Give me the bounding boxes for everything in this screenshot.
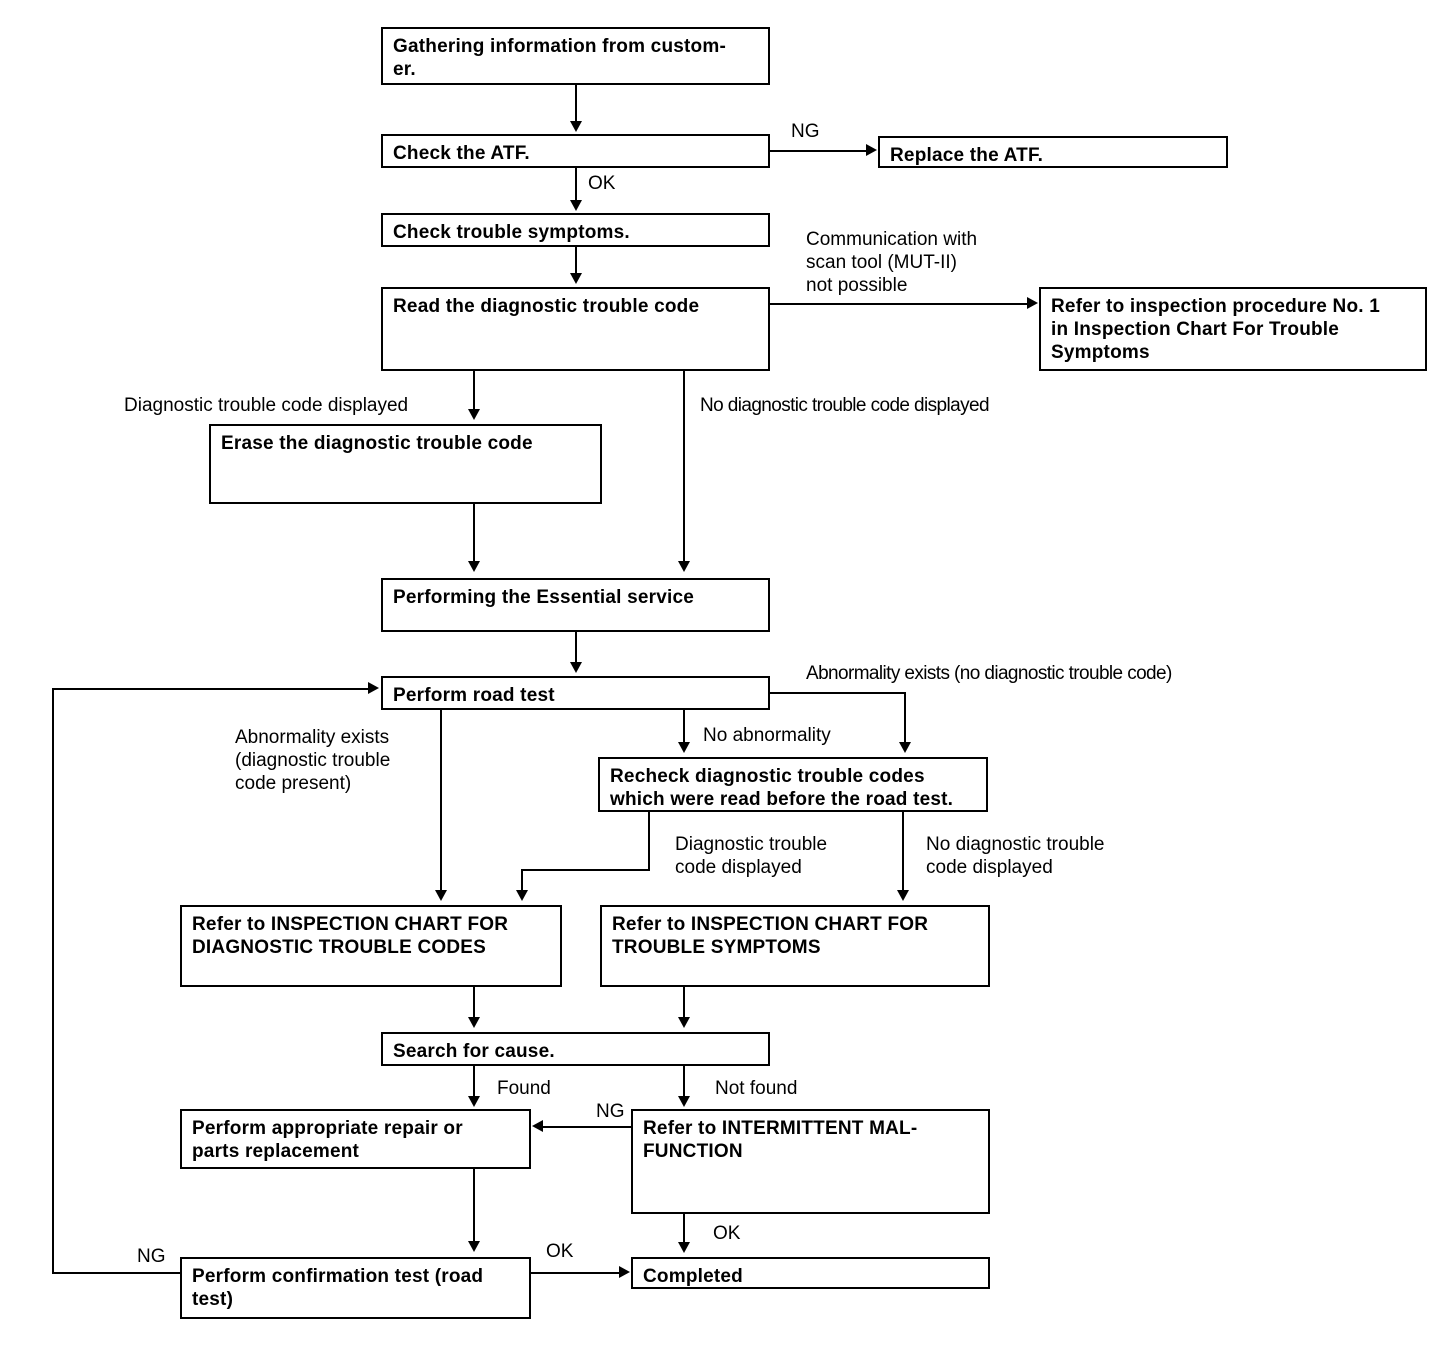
connector-search-to-intermittent [683,1066,685,1098]
node-replace-atf[interactable]: Replace the ATF. [878,136,1228,168]
edge-label-ng-confirm: NG [137,1246,166,1267]
connector-road-test-to-recheck-v [683,710,685,744]
edge-label-no-dtc-displayed: No diagnostic trouble code displayed [700,395,990,416]
connector-check-atf-to-check-symptoms [575,168,577,202]
connector-repair-to-confirmation [473,1169,475,1243]
connector-read-dtc-to-erase-dtc [473,371,475,411]
arrowhead-read-dtc-to-erase-dtc [468,409,480,420]
edge-label-found: Found [497,1078,551,1099]
node-inspection-chart-for-trouble-symptoms[interactable]: Refer to INSPECTION CHART FOR TROUBLE SY… [600,905,990,987]
connector-check-symptoms-to-read-dtc [575,247,577,275]
connector-erase-dtc-to-essential-service [473,504,475,563]
node-inspection-chart-for-dtc[interactable]: Refer to INSPECTION CHART FOR DIAGNOSTIC… [180,905,562,987]
arrowhead-road-test-to-chart-dtc [435,890,447,901]
node-performing-essential-service[interactable]: Performing the Essential service [381,578,770,632]
node-completed[interactable]: Completed [631,1257,990,1289]
connector-read-dtc-to-procedure-1 [770,303,1030,305]
node-refer-intermittent-malfunction[interactable]: Refer to INTERMITTENT MAL- FUNCTION [631,1109,990,1214]
arrowhead-essential-service-to-road-test [570,662,582,673]
edge-label-dtc-displayed-2: Diagnostic trouble code displayed [675,834,828,879]
arrowhead-recheck-to-chart-dtc [516,890,528,901]
connector-confirmation-ng-h-bottom [52,1272,182,1274]
edge-label-dtc-displayed: Diagnostic trouble code displayed [124,395,409,416]
connector-chart-dtc-to-search [473,987,475,1019]
edge-label-ok-confirm: OK [546,1241,574,1262]
node-perform-confirmation-test[interactable]: Perform confirmation test (road test) [180,1257,531,1319]
edge-label-communication-failure: Communication with scan tool (MUT-II) no… [806,229,978,297]
connector-road-test-to-chart-dtc [440,710,442,892]
node-perform-repair[interactable]: Perform appropriate repair or parts repl… [180,1109,531,1169]
edge-label-not-found: Not found [715,1078,798,1099]
arrowhead-erase-dtc-to-essential-service [468,561,480,572]
arrowhead-check-symptoms-to-read-dtc [570,273,582,284]
edge-label-ok-atf: OK [588,173,616,194]
connector-essential-service-to-road-test [575,632,577,664]
arrowhead-confirmation-ng-to-road-test [368,682,379,694]
arrowhead-road-test-to-recheck [678,742,690,753]
node-erase-diagnostic-trouble-code[interactable]: Erase the diagnostic trouble code [209,424,602,504]
arrowhead-check-atf-to-replace-atf [866,144,877,156]
connector-recheck-to-chart-symptoms [902,812,904,892]
connector-search-to-repair [473,1066,475,1098]
arrowhead-search-to-intermittent [678,1096,690,1107]
arrowhead-intermittent-to-completed [678,1242,690,1253]
node-perform-road-test[interactable]: Perform road test [381,676,770,710]
arrowhead-road-test-to-recheck-right [899,742,911,753]
edge-label-ng-intermittent: NG [596,1101,625,1122]
connector-intermittent-to-completed [683,1214,685,1244]
arrowhead-confirmation-to-completed [619,1266,630,1278]
edge-label-no-dtc-displayed-2: No diagnostic trouble code displayed [926,834,1105,879]
node-check-atf[interactable]: Check the ATF. [381,134,770,168]
connector-recheck-to-chart-dtc-v2 [521,869,523,892]
connector-read-dtc-to-essential-service [683,371,685,563]
node-gathering-information[interactable]: Gathering information from custom- er. [381,27,770,85]
edge-label-ng-atf: NG [791,121,820,142]
arrowhead-read-dtc-to-essential-service [678,561,690,572]
connector-road-test-to-recheck-right-h [770,692,906,694]
arrowhead-search-to-repair [468,1096,480,1107]
connector-confirmation-ng-h-top [52,688,370,690]
node-refer-inspection-procedure-1[interactable]: Refer to inspection procedure No. 1 in I… [1039,287,1427,371]
arrowhead-check-atf-to-check-symptoms [570,200,582,211]
arrowhead-intermittent-to-repair [532,1120,543,1132]
connector-confirmation-to-completed [531,1272,621,1274]
edge-label-abnormality-no-dtc: Abnormality exists (no diagnostic troubl… [806,663,1172,684]
node-search-for-cause[interactable]: Search for cause. [381,1032,770,1066]
node-recheck-diagnostic-trouble-codes[interactable]: Recheck diagnostic trouble codes which w… [598,757,988,812]
connector-check-atf-to-replace-atf [770,150,868,152]
connector-recheck-to-chart-dtc-h [521,869,650,871]
arrowhead-chart-dtc-to-search [468,1017,480,1028]
node-check-trouble-symptoms[interactable]: Check trouble symptoms. [381,213,770,247]
connector-road-test-to-recheck-right-v [904,692,906,743]
arrowhead-chart-symptoms-to-search [678,1017,690,1028]
edge-label-ok-intermittent: OK [713,1223,741,1244]
edge-label-no-abnormality: No abnormality [703,725,831,746]
arrowhead-read-dtc-to-procedure-1 [1027,297,1038,309]
connector-chart-symptoms-to-search [683,987,685,1019]
edge-label-abnormality-dtc-present: Abnormality exists (diagnostic trouble c… [235,727,391,795]
arrowhead-repair-to-confirmation [468,1241,480,1252]
connector-recheck-to-chart-dtc-v1 [648,812,650,871]
node-read-diagnostic-trouble-code[interactable]: Read the diagnostic trouble code [381,287,770,371]
arrowhead-recheck-to-chart-symptoms [897,890,909,901]
connector-intermittent-to-repair [543,1126,632,1128]
arrowhead-gather-to-check-atf [570,121,582,132]
connector-gather-to-check-atf [575,85,577,123]
connector-confirmation-ng-v-left [52,688,54,1274]
